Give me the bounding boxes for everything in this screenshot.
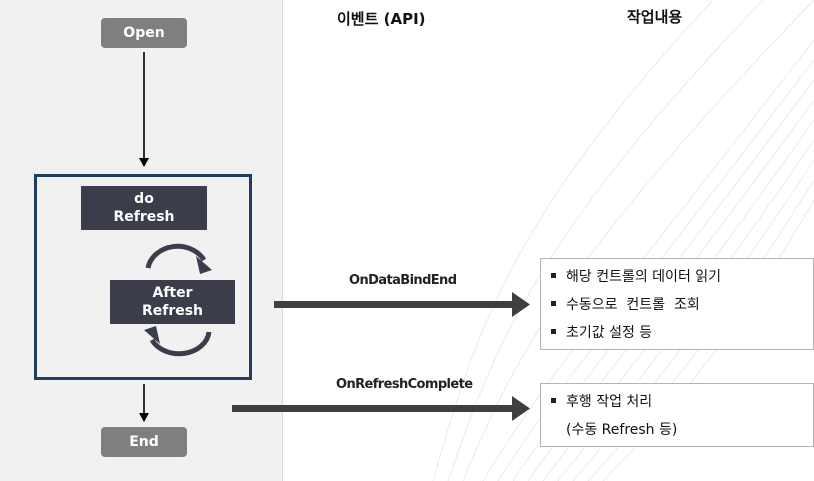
event-label-ondatabindend: OnDataBindEnd: [349, 273, 457, 288]
task-item: 해당 컨트롤의 데이터 읽기: [551, 263, 803, 291]
ondatabindend-arrow: [274, 292, 530, 317]
do-refresh-line-2: Refresh: [113, 209, 175, 225]
open-node: Open: [101, 18, 187, 48]
cycle-arrow-top-icon: [145, 243, 212, 274]
task-text: 수동으로 컨트롤 조회: [566, 297, 700, 313]
task-column-header: 작업내용: [627, 8, 683, 26]
event-column-header: 이벤트 (API): [337, 10, 426, 28]
task-item: 초기값 설정 등: [551, 319, 803, 347]
bullet-icon: [551, 272, 556, 278]
after-refresh-line-1: After: [152, 285, 193, 301]
bullet-icon: [551, 328, 556, 334]
end-node: End: [101, 427, 187, 457]
cycle-arrow-bottom-icon: [144, 326, 212, 357]
refresh-cycle-frame: [34, 174, 252, 380]
after-refresh-node: After Refresh: [110, 280, 235, 324]
task-text: 해당 컨트롤의 데이터 읽기: [566, 269, 722, 285]
onrefreshcomplete-arrow: [232, 396, 530, 421]
after-refresh-line-2: Refresh: [141, 303, 204, 319]
task-text: (수동 Refresh 등): [566, 422, 678, 438]
task-text: 초기값 설정 등: [566, 325, 653, 341]
task-item-continuation: (수동 Refresh 등): [551, 416, 803, 444]
do-refresh-node: do Refresh: [81, 186, 207, 230]
task-text: 후행 작업 처리: [566, 394, 653, 410]
task-box-onrefreshcomplete: 후행 작업 처리 (수동 Refresh 등): [540, 383, 814, 447]
task-box-ondatabindend: 해당 컨트롤의 데이터 읽기 수동으로 컨트롤 조회 초기값 설정 등: [540, 258, 814, 350]
do-refresh-line-1: do: [134, 191, 154, 207]
task-item: 후행 작업 처리: [551, 388, 803, 416]
bullet-icon: [551, 397, 556, 403]
event-label-onrefreshcomplete: OnRefreshComplete: [336, 377, 473, 392]
task-item: 수동으로 컨트롤 조회: [551, 291, 803, 319]
bullet-icon: [551, 300, 556, 306]
flow-panel: [0, 0, 283, 481]
